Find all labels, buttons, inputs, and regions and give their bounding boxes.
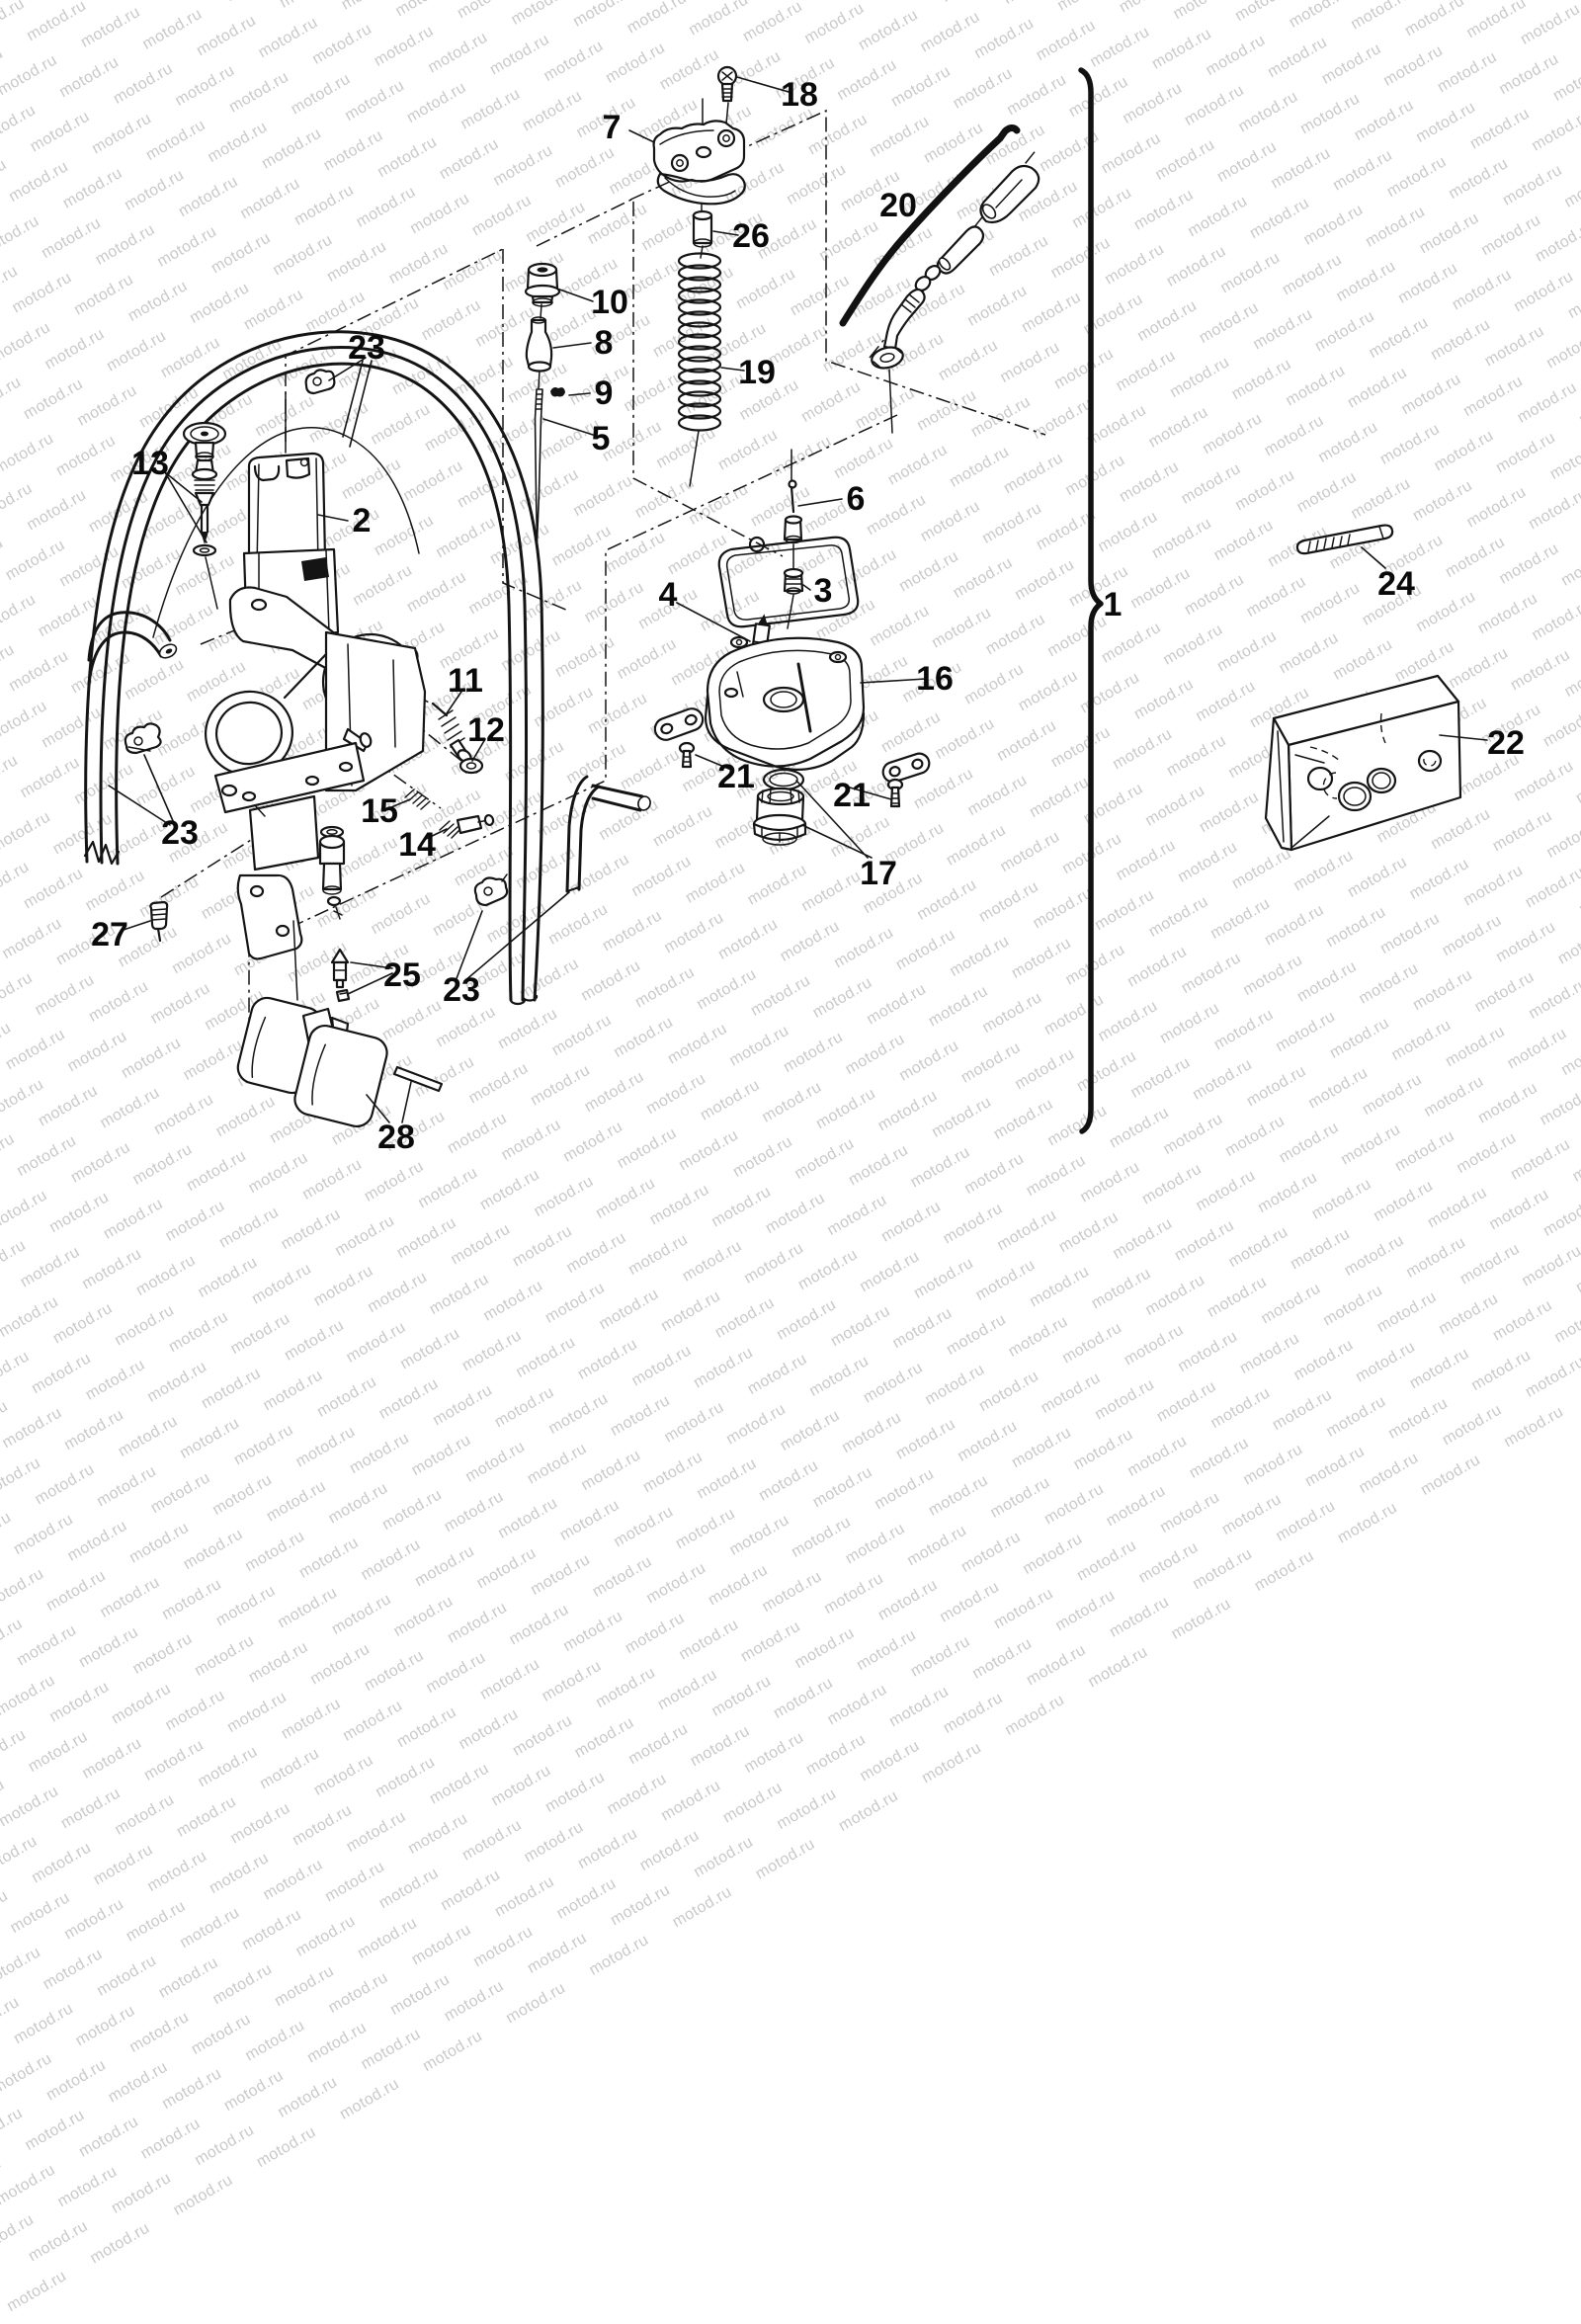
callout-28: 28: [377, 1119, 415, 1156]
callout-21: 21: [833, 777, 871, 814]
float-assembly: [234, 995, 442, 1130]
hose-clamp-bottom: [475, 874, 507, 905]
top-cover: [654, 121, 745, 204]
callout-8: 8: [595, 324, 614, 362]
callout-12: 12: [467, 711, 505, 749]
callout-13: 13: [131, 445, 169, 482]
callout-6: 6: [847, 480, 866, 518]
callout-18: 18: [781, 76, 818, 114]
drain-screw-small: [150, 902, 167, 941]
callout-9: 9: [595, 374, 614, 412]
callout-7: 7: [603, 109, 622, 146]
cable-adjuster: [440, 814, 494, 838]
hose-clamp-top: [306, 370, 335, 393]
callout-23: 23: [161, 814, 199, 852]
callout-15: 15: [361, 792, 398, 830]
bowl-screw-left: [680, 743, 694, 767]
parts-diagram: 1872610895192023132634161112212115141723…: [0, 0, 1581, 1186]
callout-1: 1: [1104, 586, 1123, 623]
group-brace: [1081, 70, 1101, 1131]
callout-23: 23: [348, 329, 385, 367]
kit-card: [1266, 676, 1460, 850]
needle-valve: [332, 950, 349, 1001]
callout-17: 17: [860, 855, 897, 892]
callout-2: 2: [353, 502, 372, 540]
callout-3: 3: [814, 572, 833, 610]
cover-spacer: [694, 204, 711, 258]
callout-26: 26: [732, 217, 770, 255]
idle-screw-nut: [460, 759, 482, 773]
callout-16: 16: [916, 660, 954, 698]
pilot-jet: [785, 450, 801, 569]
callout-10: 10: [591, 284, 628, 321]
float-bowl: [706, 637, 864, 770]
callout-22: 22: [1487, 724, 1525, 762]
jet-strip: [1297, 526, 1392, 554]
callout-23: 23: [443, 971, 480, 1009]
callout-27: 27: [91, 916, 128, 954]
throttle-cable: [843, 127, 1039, 433]
callout-5: 5: [592, 420, 611, 457]
callout-14: 14: [398, 826, 436, 864]
callout-11: 11: [448, 662, 483, 700]
callout-4: 4: [659, 576, 678, 614]
callout-19: 19: [738, 354, 776, 391]
bowl-bracket-right: [880, 751, 932, 785]
callout-25: 25: [383, 956, 421, 994]
slide-spring: [679, 254, 720, 487]
hose-clamp-left: [125, 723, 161, 753]
bowl-bracket-left: [652, 706, 707, 743]
callout-24: 24: [1377, 565, 1415, 603]
carburetor-body: [198, 549, 425, 1000]
needle-jet-parts: [526, 264, 565, 541]
callout-21: 21: [717, 758, 755, 795]
callout-20: 20: [879, 187, 917, 224]
bowl-screw-right: [888, 780, 902, 806]
